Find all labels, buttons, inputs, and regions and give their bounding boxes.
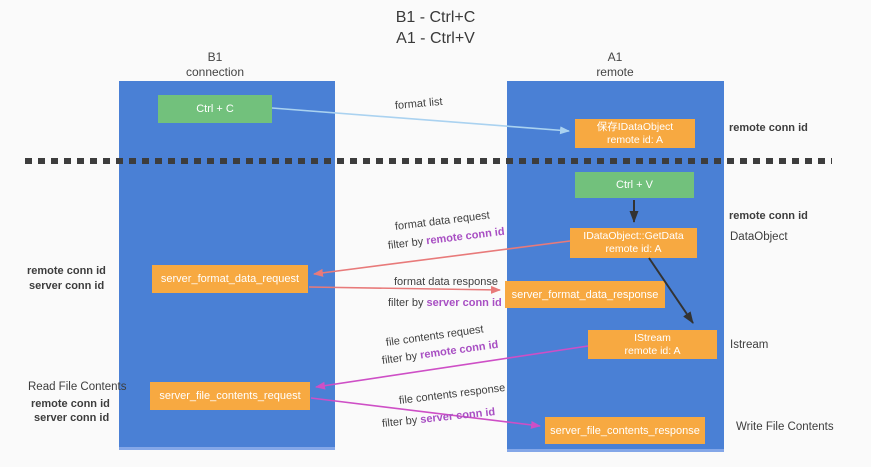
format-data-response-filter-label: filter by server conn id — [388, 297, 502, 309]
server-format-data-request-label: server_format_data_request — [160, 273, 300, 285]
remote-conn-id-text: remote conn id — [425, 225, 506, 248]
lane-b1-role: connection — [185, 65, 245, 79]
title-line-2: A1 - Ctrl+V — [396, 30, 475, 47]
filter-by-text: filter by — [388, 297, 424, 309]
lane-header-b1: B1 connection — [115, 50, 315, 80]
filter-by-text: filter by — [387, 235, 424, 252]
filter-by-text: filter by — [381, 350, 418, 367]
server-format-data-response-label: server_format_data_response — [511, 288, 659, 301]
server-format-data-response-node: server_format_data_response — [505, 281, 665, 308]
store-idataobject-line1: 保存IDataObject — [596, 120, 674, 133]
istream-annotation: Istream — [730, 339, 769, 351]
server-conn-id-annotation-left-mid: server conn id — [29, 280, 105, 292]
ctrl-c-node: Ctrl + C — [158, 95, 272, 123]
format-data-response-label: format data response — [394, 276, 498, 288]
remote-conn-id-annotation-left-bottom: remote conn id — [31, 398, 110, 410]
store-idataobject-line2: remote id: A — [606, 133, 664, 146]
server-format-data-request-node: server_format_data_request — [152, 265, 308, 293]
file-contents-response-filter-label: filter by server conn id — [381, 406, 495, 430]
store-idataobject-node: 保存IDataObject remote id: A — [575, 119, 695, 148]
dataobject-annotation: DataObject — [730, 231, 788, 243]
idataobject-getdata-node: IDataObject::GetData remote id: A — [570, 228, 697, 258]
server-conn-id-text: server conn id — [419, 406, 496, 426]
phase-separator-dashed-line — [25, 158, 832, 164]
server-file-contents-response-label: server_file_contents_response — [550, 424, 700, 437]
lane-a1-name: A1 — [607, 50, 623, 64]
lane-a1-role: remote — [596, 65, 634, 79]
filter-by-text: filter by — [381, 414, 418, 430]
server-conn-id-annotation-left-bottom: server conn id — [34, 412, 110, 424]
server-file-contents-request-node: server_file_contents_request — [150, 382, 310, 410]
ctrl-v-node: Ctrl + V — [575, 172, 694, 198]
format-list-label: format list — [394, 95, 444, 112]
istream-node: IStream remote id: A — [588, 330, 717, 359]
remote-conn-id-annotation-top: remote conn id — [729, 122, 808, 134]
remote-conn-id-annotation-mid: remote conn id — [729, 210, 808, 222]
read-file-contents-annotation: Read File Contents — [28, 381, 127, 393]
write-file-contents-annotation: Write File Contents — [736, 421, 834, 433]
diagram-title: B1 - Ctrl+C A1 - Ctrl+V — [0, 7, 871, 49]
getdata-line1: IDataObject::GetData — [583, 230, 684, 242]
getdata-line2: remote id: A — [605, 243, 662, 255]
server-file-contents-request-label: server_file_contents_request — [159, 390, 301, 402]
server-conn-id-text: server conn id — [426, 297, 502, 309]
lane-header-a1: A1 remote — [515, 50, 715, 80]
istream-line2: remote id: A — [624, 344, 681, 357]
lane-b1-name: B1 — [207, 50, 223, 64]
remote-conn-id-annotation-left-mid: remote conn id — [27, 265, 106, 277]
file-contents-response-label: file contents response — [398, 382, 506, 407]
title-line-1: B1 - Ctrl+C — [395, 9, 476, 26]
server-file-contents-response-node: server_file_contents_response — [545, 417, 705, 444]
ctrl-v-label: Ctrl + V — [616, 179, 653, 191]
istream-line1: IStream — [634, 331, 671, 344]
ctrl-c-label: Ctrl + C — [196, 103, 234, 115]
